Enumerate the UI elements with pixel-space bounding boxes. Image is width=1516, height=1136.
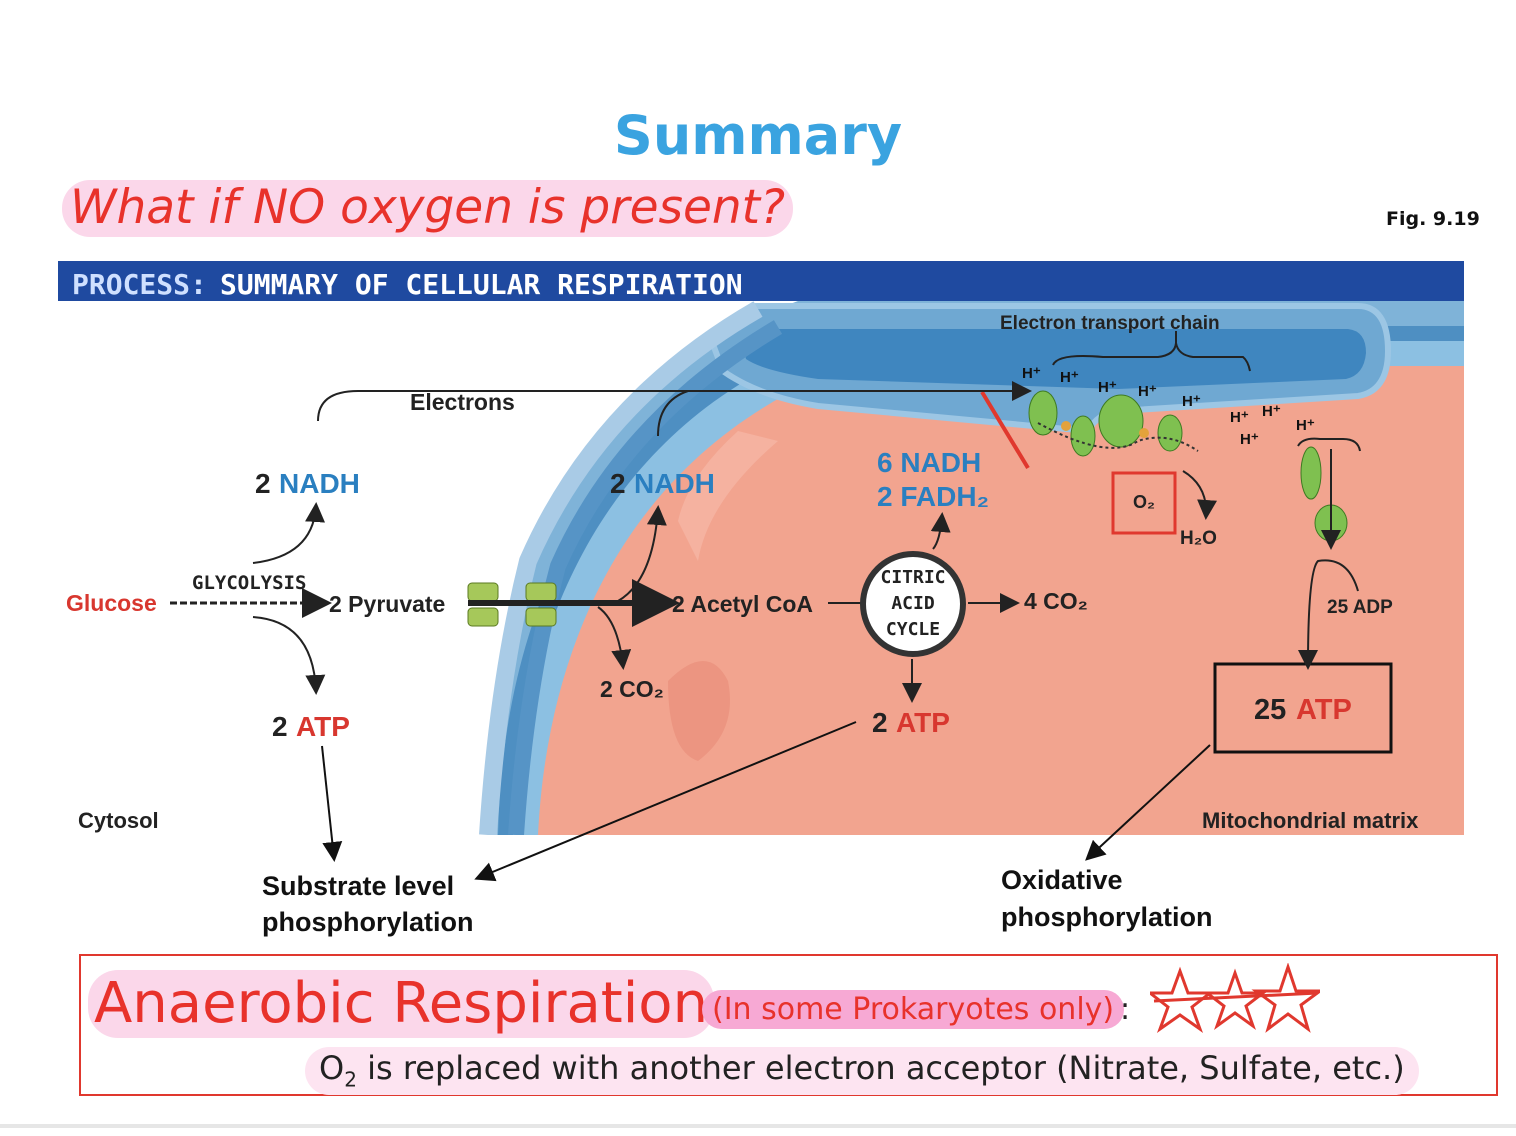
nadh-glycolysis: NADH — [279, 468, 360, 499]
acetyl-coa-label: 2 Acetyl CoA — [672, 591, 814, 617]
atp-oxidative: ATP — [1296, 694, 1352, 726]
slide-title: Summary — [613, 104, 903, 167]
oxidative-label-2: phosphorylation — [1001, 902, 1213, 932]
footer-divider — [0, 1124, 1516, 1128]
atp-cycle: ATP — [896, 707, 950, 738]
cellular-respiration-diagram: O₂ — [58, 261, 1464, 835]
cytosol-label: Cytosol — [78, 808, 159, 833]
o2-highlight-box — [1111, 471, 1177, 535]
star-icon — [1150, 963, 1320, 1033]
electrons-label: Electrons — [410, 389, 515, 415]
substrate-level-label-2: phosphorylation — [262, 907, 474, 937]
etc-label: Electron transport chain — [1000, 313, 1220, 334]
h2o-label: H₂O — [1180, 528, 1217, 549]
nadh-cycle: 6 NADH — [877, 447, 982, 478]
block-slash-mark — [980, 390, 1030, 470]
glycolysis-label: GLYCOLYSIS — [192, 572, 307, 594]
nadh-glycolysis-count: 2 — [255, 468, 271, 499]
header-bar — [58, 261, 1464, 301]
oxidative-label-1: Oxidative — [1001, 865, 1123, 895]
fadh2-cycle: 2 FADH₂ — [877, 481, 990, 512]
atp-cycle-count: 2 — [872, 707, 888, 738]
proton-label: H⁺ — [1060, 369, 1079, 386]
proton-label: H⁺ — [1022, 365, 1041, 382]
header-prefix: PROCESS: — [72, 268, 207, 301]
nadh-pyruvate-count: 2 — [610, 468, 626, 499]
cycle-label-line1: CITRIC — [880, 567, 946, 588]
header-title: SUMMARY OF CELLULAR RESPIRATION — [220, 268, 743, 301]
citric-acid-cycle-icon — [860, 551, 966, 657]
o2-label: O₂ — [1133, 492, 1155, 512]
adp-label: 25 ADP — [1327, 597, 1393, 618]
co2-cycle-label: 4 CO₂ — [1024, 588, 1088, 614]
anaerobic-title: Anaerobic Respiration — [88, 970, 715, 1038]
proton-label: H⁺ — [1182, 393, 1201, 410]
matrix-label: Mitochondrial matrix — [1202, 808, 1419, 833]
cycle-label-line3: CYCLE — [885, 619, 941, 640]
cycle-label-line2: ACID — [891, 593, 935, 614]
note-colon: : — [1120, 992, 1131, 1027]
atp-oxidative-count: 25 — [1254, 694, 1287, 726]
proton-label: H⁺ — [1262, 403, 1281, 420]
proton-label: H⁺ — [1230, 409, 1249, 426]
electron-acceptor-note: O2 is replaced with another electron acc… — [305, 1047, 1419, 1096]
glucose-label: Glucose — [66, 590, 157, 616]
prokaryotes-note: (In some Prokaryotes only) — [702, 990, 1125, 1029]
pyruvate-label: 2 Pyruvate — [329, 591, 446, 617]
substrate-level-label-1: Substrate level — [262, 871, 455, 901]
nadh-pyruvate: NADH — [634, 468, 715, 499]
proton-label: H⁺ — [1098, 379, 1117, 396]
atp-glycolysis-count: 2 — [272, 711, 288, 742]
slide-question: What if NO oxygen is present? — [62, 180, 794, 237]
pyruvate-transporter-icon — [467, 582, 557, 627]
co2-pyruvate-label: 2 CO₂ — [600, 676, 664, 702]
atp-glycolysis: ATP — [296, 711, 350, 742]
proton-label: H⁺ — [1240, 431, 1259, 448]
figure-reference: Fig. 9.19 — [1386, 208, 1480, 230]
proton-label: H⁺ — [1138, 383, 1157, 400]
proton-label: H⁺ — [1296, 417, 1315, 434]
